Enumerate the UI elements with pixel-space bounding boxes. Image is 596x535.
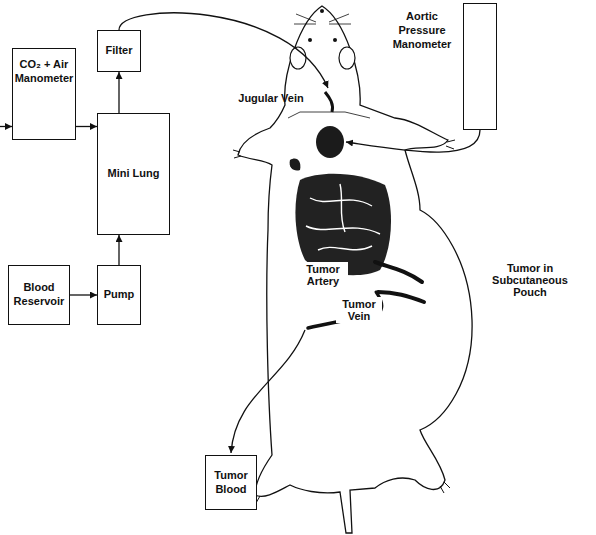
flow-arrow	[118, 72, 119, 113]
box-label: Filter	[106, 44, 133, 58]
jugular-cannula	[119, 13, 328, 88]
box-label: Mini Lung	[108, 167, 160, 181]
flow-arrow	[76, 126, 97, 127]
paw-toes	[233, 140, 455, 503]
whiskers	[294, 14, 351, 24]
manometer-box: Aortic Pressure Manometer	[463, 3, 497, 130]
gas-inlet-arrow	[0, 126, 12, 127]
vessel-label: Tumor Artery	[298, 262, 348, 288]
manometer-box: CO₂ + Air Manometer	[12, 48, 76, 140]
cannula-lines	[119, 13, 480, 453]
flow-arrow	[70, 294, 97, 295]
abdominal-organs	[295, 174, 391, 276]
filter-box: Filter	[97, 30, 141, 72]
jugular-vessel	[325, 92, 333, 112]
tumor-vein-cannula	[231, 330, 305, 453]
rat-ear	[339, 47, 355, 69]
rat-outline	[238, 6, 472, 533]
vessel-label: Tumor Vein	[336, 297, 382, 323]
aortic-cannula	[346, 130, 480, 152]
lung-box: Mini Lung	[97, 113, 170, 235]
tissue-mark	[290, 158, 301, 170]
box-label: Pump	[104, 288, 135, 302]
rat-eye	[333, 38, 337, 42]
rat-nose	[320, 9, 324, 13]
flow-arrow	[118, 235, 119, 265]
heart	[316, 126, 344, 158]
collection-box: Tumor Blood	[205, 455, 257, 510]
rat-eye	[308, 38, 312, 42]
box-label: Tumor Blood	[209, 469, 253, 497]
pump-box: Pump	[97, 265, 141, 325]
box-label: CO₂ + Air Manometer	[15, 58, 74, 86]
vessel-label: Jugular Vein	[232, 92, 310, 104]
tumor-label: Tumor in Subcutaneous Pouch	[478, 262, 582, 298]
incision	[288, 112, 370, 118]
rat-body	[233, 6, 472, 533]
reservoir-box: Blood Reservoir	[8, 265, 70, 325]
box-label: Aortic Pressure Manometer	[385, 10, 459, 51]
box-label: Blood Reservoir	[12, 281, 66, 309]
organ-highlights	[306, 184, 380, 250]
